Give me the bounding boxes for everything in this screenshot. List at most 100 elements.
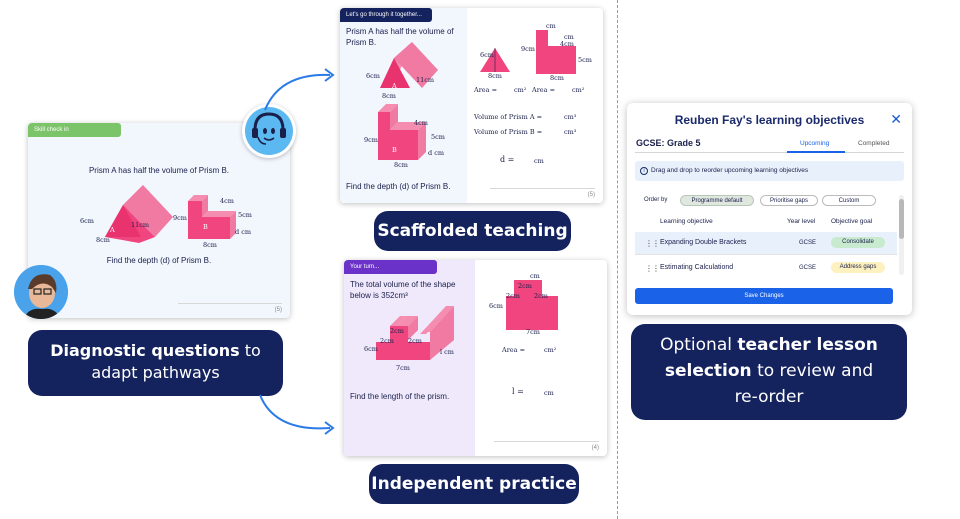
cs-c: 2cm bbox=[534, 292, 548, 300]
cs-w: 7cm bbox=[526, 328, 540, 336]
dim-b-d: d cm bbox=[235, 228, 252, 236]
prism-b-letter: B bbox=[203, 223, 208, 231]
card-tag: Your turn... bbox=[344, 260, 437, 274]
dim-a-h: 6cm bbox=[80, 217, 94, 225]
info-icon: i bbox=[640, 167, 648, 175]
scrollbar[interactable] bbox=[899, 195, 904, 275]
dim-w: 7cm bbox=[396, 364, 410, 372]
dim-b-h: 9cm bbox=[364, 136, 378, 144]
prism-b-diagram bbox=[378, 104, 426, 160]
teacher-label-bold2: selection bbox=[664, 361, 752, 381]
tri-w: 8cm bbox=[488, 72, 502, 80]
area-2-label: Area = bbox=[532, 86, 556, 94]
prism-a-diagram bbox=[380, 42, 438, 88]
dim-b-top: 4cm bbox=[414, 119, 428, 127]
cs-b: 2cm bbox=[506, 292, 520, 300]
l-mid: 4cm bbox=[560, 40, 574, 48]
dim-b-w: 8cm bbox=[203, 241, 217, 249]
dim-l: l cm bbox=[440, 348, 454, 356]
tab-upcoming[interactable]: Upcoming bbox=[800, 140, 830, 147]
independent-practice-card: Your turn... The total volume of the sha… bbox=[344, 260, 607, 456]
drag-handle-icon[interactable]: ⋮⋮ bbox=[645, 264, 660, 273]
prism-a-letter: A bbox=[110, 226, 115, 234]
dim-a-d: 11cm bbox=[131, 221, 150, 229]
question-line-1: Prism A has half the volume of bbox=[346, 27, 454, 36]
vol-b-unit: cm³ bbox=[564, 128, 577, 136]
tri-h: 6cm bbox=[480, 51, 494, 59]
question-line-2: below is 352cm³ bbox=[350, 291, 408, 300]
area-2-unit: cm² bbox=[572, 86, 585, 94]
l-step: 5cm bbox=[578, 56, 592, 64]
diagnostic-question-card: Skill check in Prism A has half the volu… bbox=[28, 123, 290, 318]
drag-handle-icon[interactable]: ⋮⋮ bbox=[645, 239, 660, 248]
row-level: GCSE bbox=[799, 240, 817, 246]
diagnostic-label-rest1: to bbox=[239, 341, 261, 360]
teacher-label-pre: Optional bbox=[660, 335, 738, 355]
l-small: cm bbox=[564, 33, 574, 41]
prism-a-letter: A bbox=[392, 82, 397, 90]
dim-a-w: 8cm bbox=[382, 92, 396, 100]
order-by-label: Order by bbox=[644, 197, 668, 203]
prism-b-diagram bbox=[188, 195, 236, 239]
dim-h: 6cm bbox=[364, 345, 378, 353]
tab-completed[interactable]: Completed bbox=[858, 140, 890, 147]
l-unit: cm bbox=[544, 389, 554, 397]
dim-b-w: 8cm bbox=[394, 161, 408, 169]
dim-b-top: 4cm bbox=[220, 197, 234, 205]
l-top: cm bbox=[546, 22, 556, 30]
table-row[interactable]: ⋮⋮ Estimating Calculationd GCSE Address … bbox=[635, 257, 897, 279]
scaffolded-teaching-label: Scaffolded teaching bbox=[374, 211, 571, 251]
info-banner: i Drag and drop to reorder upcoming lear… bbox=[635, 161, 904, 181]
scaffolded-teaching-card: Let's go through it together... Prism A … bbox=[340, 8, 603, 203]
dim-b-d: d cm bbox=[428, 149, 445, 157]
cs-a: 2cm bbox=[518, 282, 532, 290]
teacher-label-bold1: teacher lesson bbox=[737, 335, 878, 355]
teacher-label-rest3: re-order bbox=[734, 387, 804, 407]
d-unit: cm bbox=[534, 157, 544, 165]
close-icon[interactable]: ✕ bbox=[890, 111, 902, 127]
row-name: Expanding Double Brackets bbox=[660, 239, 747, 246]
card-tag: Let's go through it together... bbox=[340, 8, 432, 22]
prompt-text: Find the depth (d) of Prism B. bbox=[106, 256, 212, 265]
area-1-label: Area = bbox=[474, 86, 498, 94]
vol-a-label: Volume of Prism A = bbox=[474, 113, 543, 121]
chip-custom[interactable]: Custom bbox=[822, 195, 876, 206]
header-year-level: Year level bbox=[787, 218, 816, 225]
prompt-text: Find the depth (d) of Prism B. bbox=[346, 182, 451, 191]
page-number: (4) bbox=[591, 445, 599, 451]
l-equation: l = bbox=[512, 387, 524, 396]
page-number: (5) bbox=[274, 307, 282, 313]
dim-a-h: 6cm bbox=[366, 72, 380, 80]
dim-b: 2cm bbox=[408, 337, 422, 345]
chip-prioritise-gaps[interactable]: Prioritise gaps bbox=[760, 195, 818, 206]
arrow-up-icon bbox=[264, 68, 335, 111]
save-changes-button[interactable]: Save Changes bbox=[635, 288, 893, 304]
panel-title: Reuben Fay's learning objectives bbox=[674, 113, 865, 127]
area-label: Area = bbox=[502, 346, 526, 354]
header-learning-objective: Learning objective bbox=[660, 218, 713, 225]
info-text: Drag and drop to reorder upcoming learni… bbox=[651, 167, 809, 174]
arrow-down-icon bbox=[259, 394, 335, 435]
dim-b-h: 9cm bbox=[173, 214, 187, 222]
diagnostic-label-rest2: adapt pathways bbox=[91, 363, 220, 382]
page-number: (5) bbox=[587, 192, 595, 198]
chip-programme-default[interactable]: Programme default bbox=[680, 195, 754, 206]
table-row[interactable]: ⋮⋮ Expanding Double Brackets GCSE Consol… bbox=[635, 232, 897, 254]
cs-h: 6cm bbox=[489, 302, 503, 310]
mascot-headset-icon bbox=[242, 104, 296, 158]
goal-badge: Consolidate bbox=[831, 237, 885, 248]
question-line-2: Prism B. bbox=[346, 38, 377, 47]
vol-b-label: Volume of Prism B = bbox=[474, 128, 543, 136]
area-1-unit: cm² bbox=[514, 86, 527, 94]
independent-practice-label: Independent practice bbox=[369, 464, 579, 504]
teacher-selection-label: Optional teacher lesson selection to rev… bbox=[631, 324, 907, 420]
triangle-diagram bbox=[480, 48, 510, 72]
question-line-1: The total volume of the shape bbox=[350, 280, 456, 289]
dim-a-w: 8cm bbox=[96, 236, 110, 244]
goal-badge: Address gaps bbox=[831, 262, 885, 273]
prism-a-diagram bbox=[105, 185, 173, 243]
section-divider bbox=[617, 0, 618, 519]
diagnostic-label: Diagnostic questions to adapt pathways bbox=[28, 330, 283, 396]
card-tag: Skill check in bbox=[28, 123, 121, 137]
dim-b-step: 5cm bbox=[238, 211, 252, 219]
